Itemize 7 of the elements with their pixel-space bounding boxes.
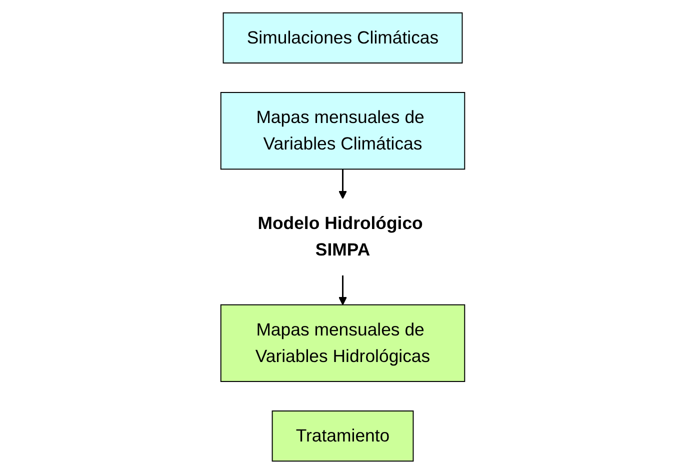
arrow bbox=[338, 169, 347, 200]
node-box: Mapas mensuales de Variables Hidrológicas bbox=[220, 304, 465, 382]
arrow bbox=[338, 275, 347, 306]
node-text: Modelo Hidrológico SIMPA bbox=[257, 213, 423, 260]
node-box: Mapas mensuales de Variables Climáticas bbox=[220, 92, 465, 170]
node-box: Simulaciones Climáticas bbox=[222, 12, 462, 64]
node-box: Tratamiento bbox=[272, 410, 414, 462]
